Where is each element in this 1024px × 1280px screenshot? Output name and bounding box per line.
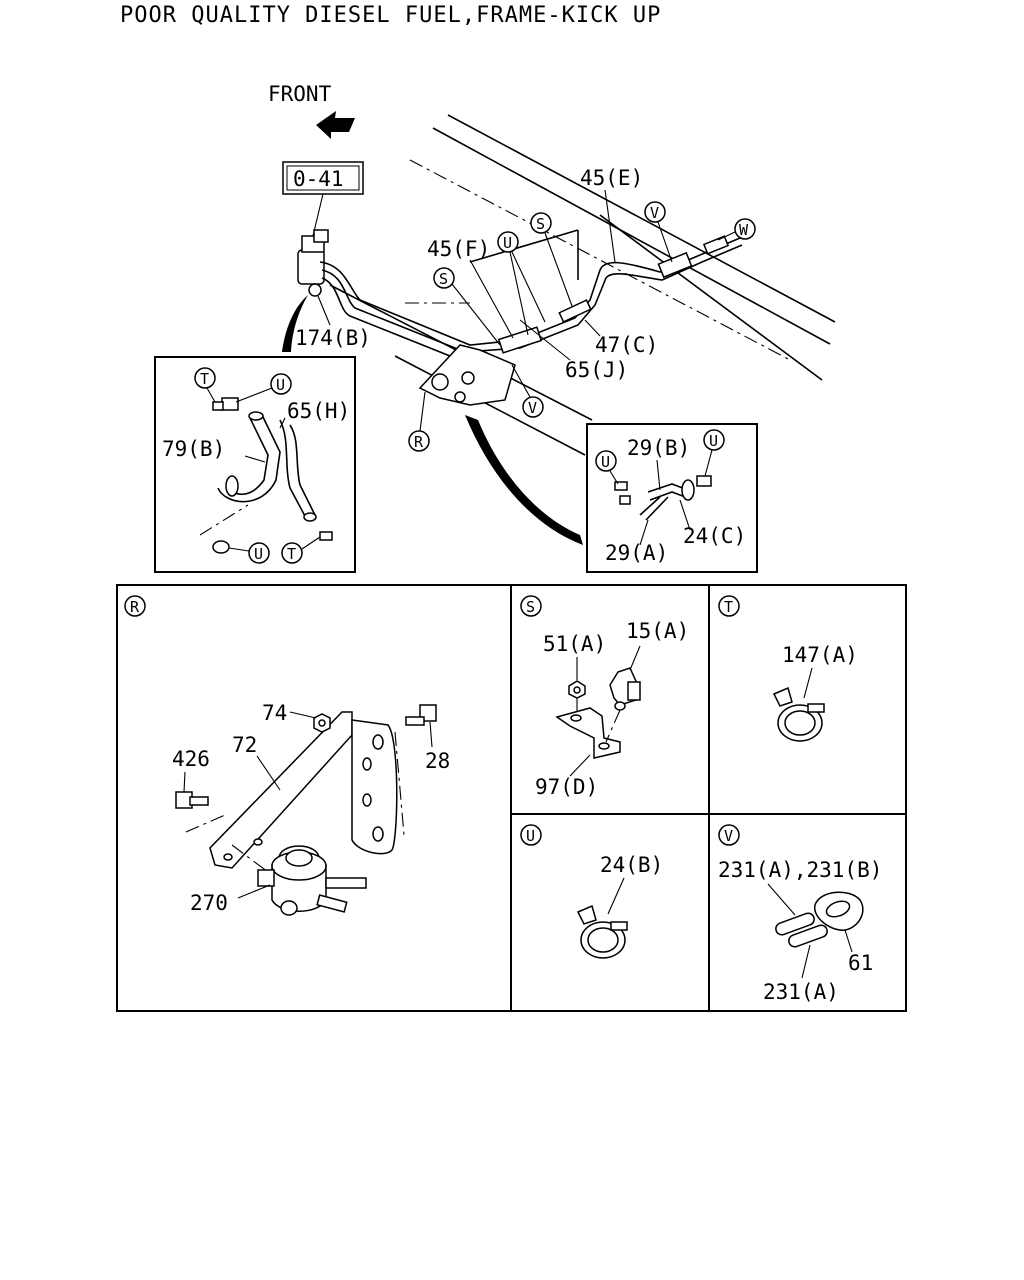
- inset-left-callout-u-2[interactable]: U: [248, 542, 270, 564]
- svg-text:V: V: [650, 204, 659, 222]
- svg-text:U: U: [503, 234, 512, 252]
- label-45e: 45(E): [580, 166, 643, 190]
- swoosh-right: [465, 415, 583, 545]
- ref-box[interactable]: 0-41: [282, 161, 364, 195]
- svg-text:U: U: [254, 545, 263, 563]
- svg-text:T: T: [200, 370, 209, 388]
- svg-text:S: S: [439, 270, 448, 288]
- svg-text:R: R: [130, 598, 140, 616]
- callout-r[interactable]: R: [408, 430, 430, 452]
- inset-right-callout-u-1[interactable]: U: [703, 429, 725, 451]
- inset-left-callout-t-1[interactable]: T: [194, 367, 216, 389]
- label-231a: 231(A): [763, 980, 839, 1004]
- front-label: FRONT: [268, 82, 332, 106]
- fuel-lines: [319, 235, 743, 361]
- inset-right-callout-u-2[interactable]: U: [595, 450, 617, 472]
- label-51a: 51(A): [543, 632, 606, 656]
- label-24b: 24(B): [600, 853, 663, 877]
- diagram-title: POOR QUALITY DIESEL FUEL,FRAME-KICK UP: [120, 3, 661, 28]
- callout-w[interactable]: W: [734, 218, 756, 240]
- svg-text:R: R: [414, 433, 424, 451]
- label-74: 74: [262, 701, 287, 725]
- callout-s-2[interactable]: S: [433, 267, 455, 289]
- callout-v-1[interactable]: V: [644, 201, 666, 223]
- svg-text:W: W: [739, 221, 749, 239]
- detail-t: T 147(A): [718, 595, 858, 742]
- fuel-filter: [297, 229, 329, 297]
- label-65j: 65(J): [565, 358, 628, 382]
- front-arrow-icon: [316, 111, 355, 139]
- detail-r-letter: R: [124, 595, 146, 617]
- label-45f: 45(F): [427, 237, 490, 261]
- svg-text:U: U: [709, 432, 718, 450]
- callout-v-2[interactable]: V: [522, 396, 544, 418]
- label-29a: 29(A): [605, 541, 668, 565]
- detail-s-letter: S: [520, 595, 542, 617]
- svg-text:V: V: [528, 399, 537, 417]
- callout-u-1[interactable]: U: [497, 231, 519, 253]
- svg-text:T: T: [724, 598, 733, 616]
- ref-box-label: 0-41: [293, 167, 344, 191]
- svg-text:S: S: [536, 215, 545, 233]
- label-79b: 79(B): [162, 437, 225, 461]
- detail-r: R 74 72 28: [124, 595, 450, 916]
- svg-text:V: V: [724, 827, 733, 845]
- inset-left-panel: 65(H) 79(B) T U U T: [154, 356, 356, 573]
- label-29b: 29(B): [627, 436, 690, 460]
- svg-text:S: S: [526, 598, 535, 616]
- label-231ab: 231(A),231(B): [718, 858, 882, 882]
- swoosh-left: [282, 295, 308, 352]
- label-65h: 65(H): [287, 399, 350, 423]
- svg-text:U: U: [601, 453, 610, 471]
- label-61: 61: [848, 951, 873, 975]
- label-426: 426: [172, 747, 210, 771]
- label-15a: 15(A): [626, 619, 689, 643]
- inset-left-callout-t-2[interactable]: T: [281, 542, 303, 564]
- detail-t-letter: T: [718, 595, 740, 617]
- inset-left-callout-u-1[interactable]: U: [270, 373, 292, 395]
- detail-u-letter: U: [520, 824, 542, 846]
- callout-s-1[interactable]: S: [530, 212, 552, 234]
- svg-text:T: T: [287, 545, 296, 563]
- label-72: 72: [232, 733, 257, 757]
- svg-text:U: U: [276, 376, 285, 394]
- label-24c: 24(C): [683, 524, 746, 548]
- detail-v-letter: V: [718, 824, 740, 846]
- detail-s: S 51(A) 15(A) 97(D): [520, 595, 689, 799]
- label-147a: 147(A): [782, 643, 858, 667]
- svg-text:U: U: [526, 827, 535, 845]
- inset-right-panel: 29(B) 24(C) 29(A) U U: [586, 423, 758, 573]
- detail-grid: [116, 584, 907, 1012]
- label-97d: 97(D): [535, 775, 598, 799]
- label-47c: 47(C): [595, 333, 658, 357]
- detail-u: U 24(B): [520, 824, 663, 959]
- label-28: 28: [425, 749, 450, 773]
- detail-v: V 231(A),231(B) 61 231(A): [718, 824, 882, 1004]
- label-174b: 174(B): [295, 326, 371, 350]
- label-270: 270: [190, 891, 228, 915]
- regulator-bracket: [418, 344, 516, 406]
